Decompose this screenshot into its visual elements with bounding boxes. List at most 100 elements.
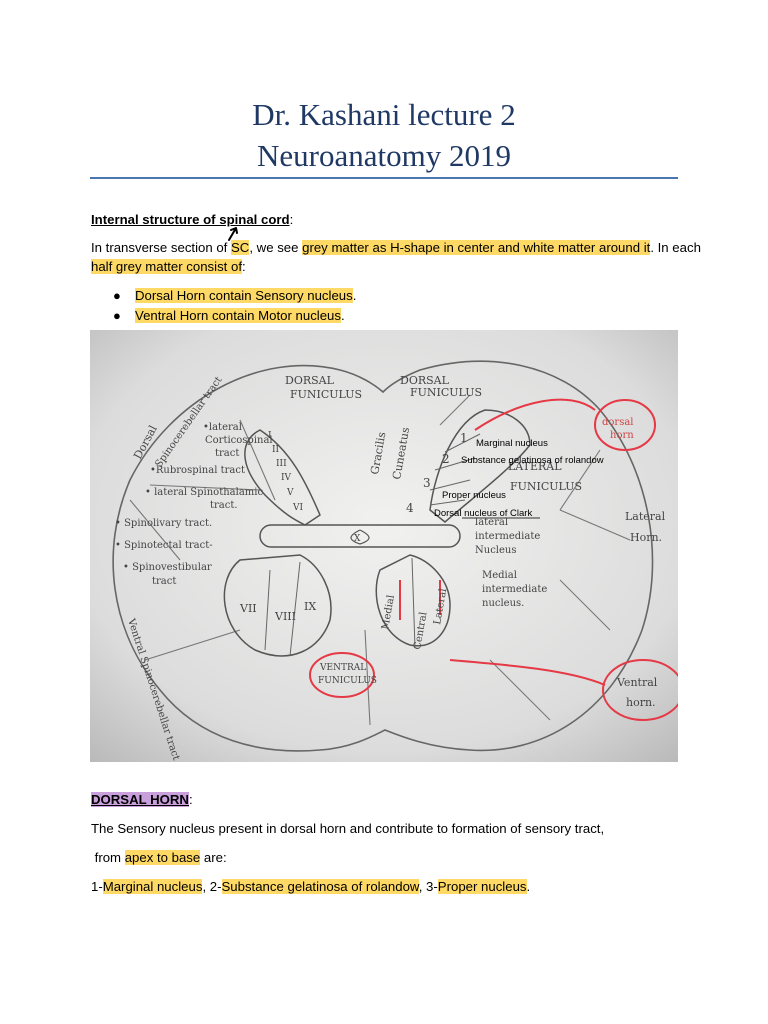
intro-text-1: In transverse section of <box>91 240 232 255</box>
hw-tract-6b: tract <box>152 576 176 587</box>
hw-roman-8: VIII <box>274 610 296 623</box>
line3-p4: . <box>526 879 531 894</box>
dorsal-horn-circle <box>594 399 656 451</box>
hw-lateral-funiculus-1: LATERAL <box>508 460 562 473</box>
spinal-cord-diagram: DORSAL FUNICULUS DORSAL FUNICULUS LATERA… <box>90 330 684 762</box>
intro-tail: : <box>242 259 246 274</box>
hw-num-4: 4 <box>406 501 414 515</box>
hw-dorsal-horn-1: dorsal <box>602 417 634 428</box>
intro-paragraph-line2: half grey matter consist of: <box>91 257 246 277</box>
line3-proper: Proper nucleus <box>437 879 527 894</box>
hw-ventral-horn-2: horn. <box>626 696 656 709</box>
hw-roman-2: II <box>272 445 280 455</box>
intro-sc: SC <box>231 240 250 255</box>
intro-text-3: . In each <box>650 240 701 255</box>
bullet-item-dorsal: Dorsal Horn contain Sensory nucleus. <box>135 286 356 306</box>
hw-tract-1b: Corticospinal <box>205 435 273 446</box>
hw-num-3: 3 <box>423 476 431 490</box>
bullet-dot: ● <box>113 308 121 323</box>
hw-roman-5: V <box>286 488 294 498</box>
spinal-cord-diagram-photo: DORSAL FUNICULUS DORSAL FUNICULUS LATERA… <box>90 330 684 762</box>
hw-tract-1: •lateral <box>203 422 242 433</box>
hw-num-2: 2 <box>442 452 450 466</box>
hw-dorsal-horn-2: horn <box>610 430 634 441</box>
dorsal-horn-right <box>429 409 531 523</box>
label-marginal-nucleus: Marginal nucleus <box>476 438 548 449</box>
bullet-dorsal-text: Dorsal Horn contain Sensory nucleus <box>135 288 353 303</box>
dorsal-horn-line2: from apex to base are: <box>91 848 227 868</box>
dorsal-horn-line3: 1-Marginal nucleus, 2-Substance gelatino… <box>91 877 530 897</box>
ventral-horn-right <box>375 554 451 647</box>
bullet-ventral-text: Ventral Horn contain Motor nucleus <box>135 308 341 323</box>
central-canal <box>350 529 370 545</box>
grey-commissure <box>259 524 461 548</box>
hw-ventral-funiculus-1: VENTRAL <box>319 663 366 673</box>
hw-tract-3b: tract. <box>210 500 238 511</box>
division-lines <box>129 394 631 726</box>
dorsal-horn-colon: : <box>188 792 193 807</box>
hw-lateral-funiculus-2: FUNICULUS <box>510 480 582 493</box>
title-line-2: Neuroanatomy 2019 <box>257 138 511 173</box>
hw-roman-7: VII <box>239 602 257 615</box>
hw-ventral-funiculus-2: FUNICULUS <box>318 676 377 686</box>
title-line-1: Dr. Kashani lecture 2 <box>252 97 516 132</box>
dorsal-horn-line1: The Sensory nucleus present in dorsal ho… <box>91 821 605 836</box>
hw-med-intermed-1: Medial <box>482 570 517 581</box>
hw-dorsal-funiculus-right-1: DORSAL <box>400 374 450 387</box>
ventral-horn-left <box>223 554 332 657</box>
hw-dorsal-funiculus-right-2: FUNICULUS <box>410 386 482 399</box>
line3-gelatinosa: Substance gelatinosa of rolandow <box>221 879 419 894</box>
ventral-divisions <box>264 557 416 657</box>
bullet-ventral-tail: . <box>340 308 345 323</box>
handwritten-arrow-icon <box>228 227 238 241</box>
hw-roman-9: IX <box>304 600 316 613</box>
title-divider <box>90 177 678 179</box>
heading-colon: : <box>289 212 294 227</box>
hw-ventral-horn-1: Ventral <box>616 676 658 689</box>
hw-lateral-horn-2: Horn. <box>630 531 662 544</box>
hw-lat-intermed-3: Nucleus <box>475 545 516 556</box>
section-heading-dorsal-horn: DORSAL HORN: <box>91 790 193 810</box>
hw-tract-4: • Spinolivary tract. <box>115 518 212 529</box>
cord-outline <box>112 360 654 752</box>
heading-text: Internal structure of spinal cord <box>91 212 290 227</box>
hw-lat-intermed-2: intermediate <box>475 531 540 542</box>
hw-roman-3: III <box>276 459 287 469</box>
section-heading-internal: Internal structure of spinal cord: <box>91 210 293 230</box>
hw-roman-4: IV <box>281 473 292 483</box>
line3-marginal: Marginal nucleus <box>102 879 203 894</box>
bullet-dorsal-tail: . <box>352 288 357 303</box>
bullet-item-ventral: Ventral Horn contain Motor nucleus. <box>135 306 345 326</box>
dorsal-horn-arrow <box>474 398 596 431</box>
hw-num-1: 1 <box>460 431 468 445</box>
hw-lateral-horn-1: Lateral <box>625 510 666 523</box>
hw-med-intermed-3: nucleus. <box>482 598 524 609</box>
line3-p2: , 2- <box>202 879 222 894</box>
line2-post: are: <box>200 850 227 865</box>
intro-paragraph-line1: In transverse section of SC, we see grey… <box>91 238 701 258</box>
hw-tract-3: • lateral Spinothalamic <box>145 487 263 498</box>
hw-dorsal-funiculus-left-1: DORSAL <box>285 374 335 387</box>
dorsal-horn-left <box>244 429 321 526</box>
dorsal-horn-heading: DORSAL HORN <box>91 792 189 807</box>
line2-pre: from <box>91 850 125 865</box>
intro-highlight-2: half grey matter consist of <box>91 259 242 274</box>
hw-tract-6: • Spinovestibular <box>123 562 212 573</box>
line3-p1: 1- <box>91 879 103 894</box>
laminae-lines-right <box>429 433 481 506</box>
hw-roman-6: VI <box>292 503 303 513</box>
label-dorsal-nucleus-clark: Dorsal nucleus of Clark <box>434 508 532 519</box>
line3-p3: , 3- <box>418 879 438 894</box>
ventral-funiculus-circle <box>309 652 375 698</box>
hw-dorsal-funiculus-left-2: FUNICULUS <box>290 388 362 401</box>
hw-roman-1: I <box>268 431 272 441</box>
label-proper-nucleus: Proper nucleus <box>442 490 506 501</box>
line2-highlight: apex to base <box>124 850 201 865</box>
hw-tract-2: •Rubrospinal tract <box>150 465 245 476</box>
hw-tract-5: • Spinotectal tract- <box>115 540 213 551</box>
bullet-dot: ● <box>113 288 121 303</box>
ventral-horn-arrow <box>449 659 606 686</box>
hw-roman-10: X <box>354 534 361 544</box>
intro-highlight: grey matter as H-shape in center and whi… <box>302 240 651 255</box>
label-substance-gelatinosa: Substance gelatinosa of rolandow <box>461 455 604 466</box>
